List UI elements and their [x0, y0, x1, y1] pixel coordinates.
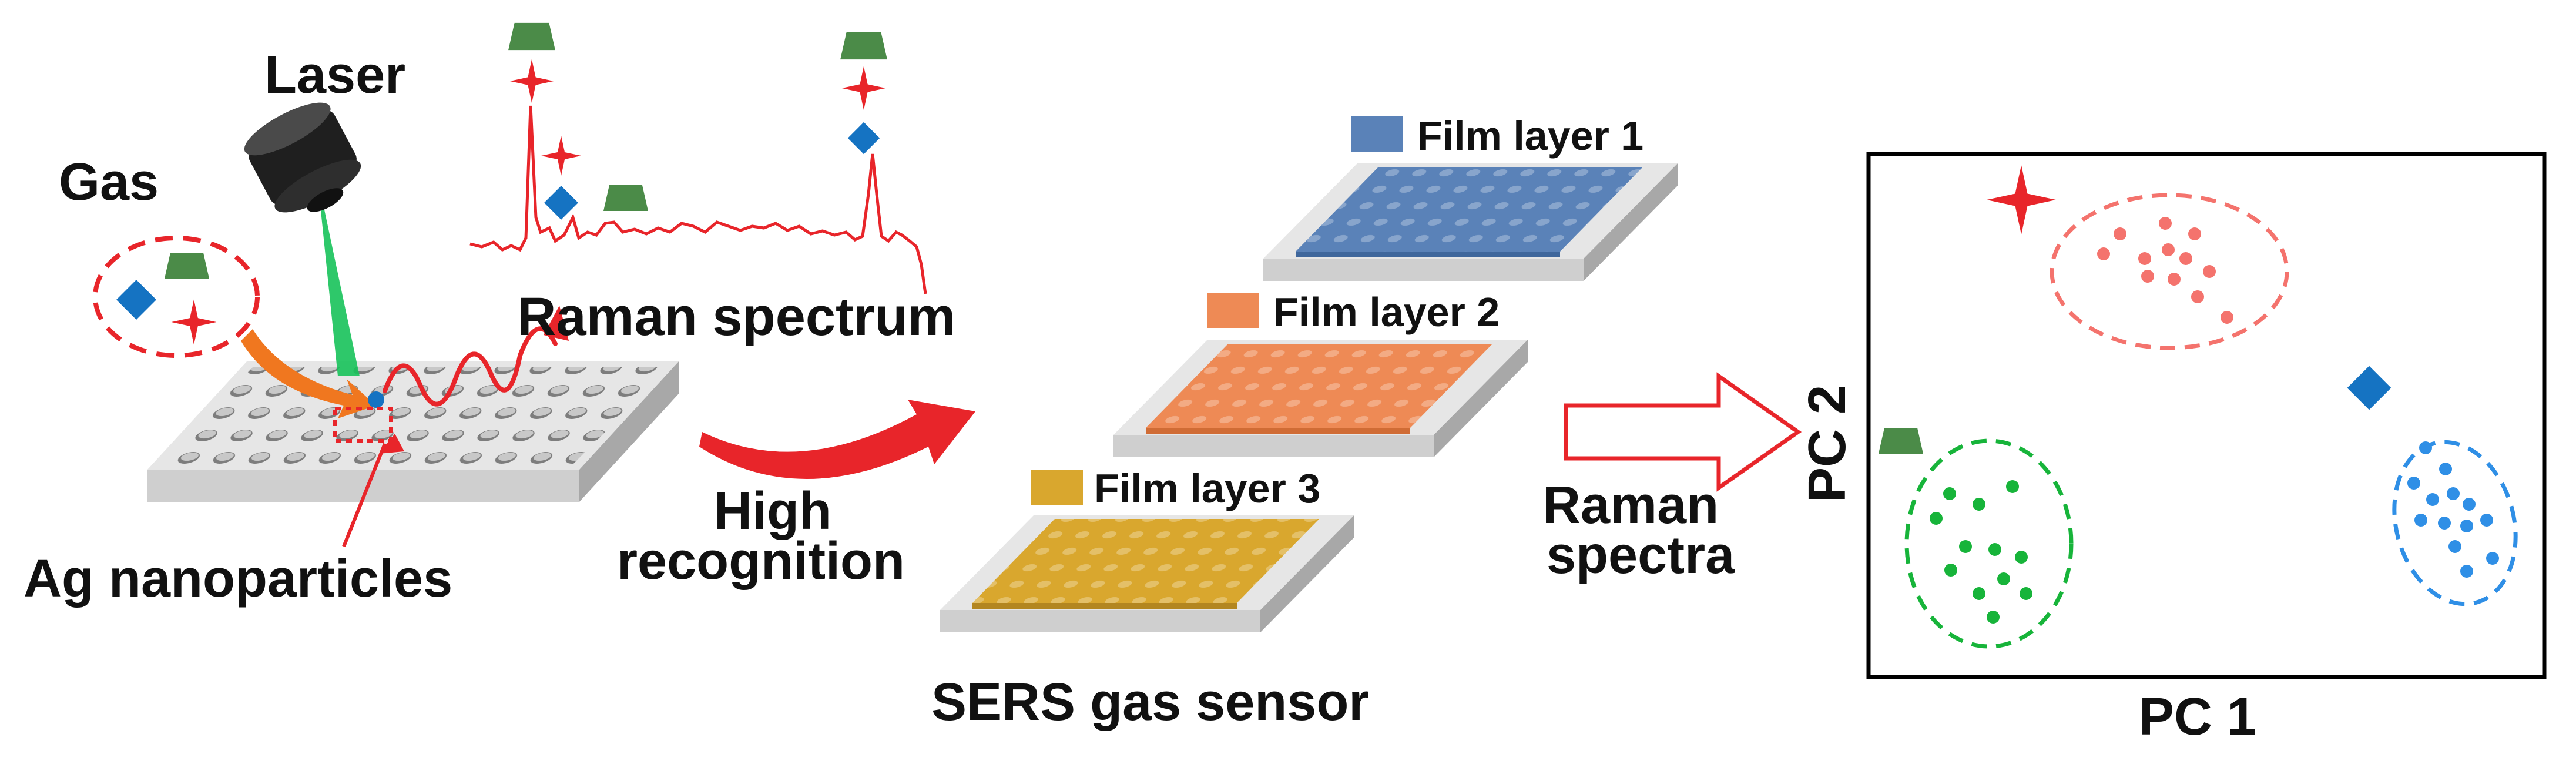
selection-box [333, 407, 393, 443]
pca-plot-frame [1866, 152, 2547, 679]
ag-substrate [147, 361, 679, 502]
raman-spectrum-label: Raman spectrum [517, 287, 955, 347]
recognition-label: recognition [617, 532, 905, 591]
film-layer-2-label: Film layer 2 [1273, 289, 1500, 335]
red-cluster [1987, 165, 2289, 350]
blue-cluster [2347, 366, 2518, 606]
gas-label: Gas [59, 153, 159, 212]
film-layer-3-swatch [1031, 470, 1083, 505]
spectra-label: spectra [1547, 526, 1735, 585]
ag-nanoparticles-label: Ag nanoparticles [24, 549, 452, 608]
laser-head-icon [244, 102, 361, 376]
film-layer-1 [1263, 163, 1678, 281]
diamond-molecule-icon [116, 280, 156, 320]
high-label: High [714, 482, 831, 541]
film-layer-2-swatch [1208, 293, 1259, 328]
orange-arrow-icon [241, 329, 376, 418]
gas-cloud [93, 236, 260, 358]
film-layer-2 [1113, 340, 1528, 457]
film-layer-3-label: Film layer 3 [1094, 465, 1320, 511]
focus-point [368, 391, 384, 408]
pc2-axis-label: PC 2 [1798, 385, 1857, 502]
green-cluster [1879, 428, 2074, 649]
film-layer-3 [940, 515, 1354, 632]
star-molecule-icon [171, 299, 217, 345]
trapezoid-molecule-icon [165, 253, 209, 279]
pc1-axis-label: PC 1 [2139, 688, 2256, 746]
raman-spectrum-trace [469, 22, 927, 294]
raman-label: Raman [1542, 476, 1719, 535]
sers-gas-sensor-label: SERS gas sensor [931, 673, 1369, 732]
raman-scatter-wave [383, 326, 558, 407]
ag-pointer-arrow [342, 443, 387, 548]
film-layer-1-label: Film layer 1 [1417, 113, 1643, 159]
trapezoid-molecule-icon [1879, 428, 1923, 454]
film-layer-1-swatch [1351, 116, 1403, 152]
curved-red-arrow-icon [699, 400, 975, 479]
hollow-arrow-icon [1564, 372, 1802, 492]
laser-label: Laser [264, 46, 405, 105]
